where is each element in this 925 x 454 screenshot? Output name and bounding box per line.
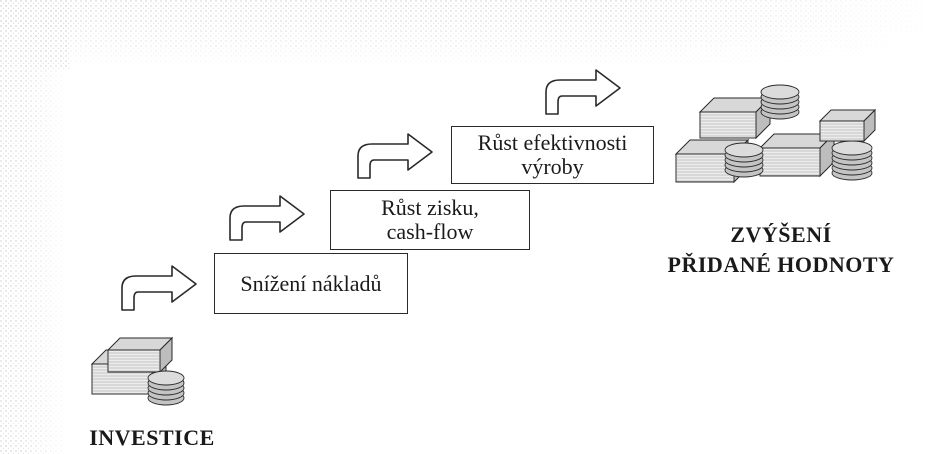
- result-label-line-1: ZVÝŠENÍ: [730, 222, 832, 247]
- coin-stack-icon: [760, 84, 800, 120]
- coin-stack-icon: [724, 142, 764, 178]
- curved-arrow-icon: [357, 133, 433, 179]
- step-box-efficiency-growth: Růst efektivnosti výroby: [451, 126, 654, 184]
- money-stack-icon: [90, 336, 185, 406]
- curved-arrow-icon: [229, 195, 305, 241]
- banknote-bundle-icon: [106, 336, 174, 374]
- banknote-bundle-icon: [698, 96, 772, 140]
- banknote-bundle-icon: [818, 108, 877, 143]
- coin-stack-icon: [147, 370, 185, 406]
- investment-label: INVESTICE: [89, 425, 215, 450]
- result-label-line-2: PŘIDANÉ HODNOTY: [667, 252, 895, 277]
- step-2-line-1: Růst zisku,: [381, 195, 479, 220]
- step-2-line-2: cash-flow: [386, 219, 474, 244]
- arrows-group: [121, 69, 621, 311]
- step-box-reduce-costs: Snížení nákladů: [214, 253, 408, 314]
- curved-arrow-icon: [545, 69, 621, 115]
- curved-arrow-icon: [121, 265, 197, 311]
- step-3-line-1: Růst efektivnosti: [477, 130, 628, 155]
- banknote-bundle-icon: [758, 132, 836, 178]
- step-1-line-1: Snížení nákladů: [240, 270, 382, 296]
- coin-stack-icon: [831, 140, 873, 181]
- money-pile-icon: [674, 84, 877, 184]
- result-label: ZVÝŠENÍ PŘIDANÉ HODNOTY: [636, 220, 925, 280]
- step-3-line-2: výroby: [521, 154, 584, 179]
- step-box-profit-growth: Růst zisku, cash-flow: [330, 190, 530, 250]
